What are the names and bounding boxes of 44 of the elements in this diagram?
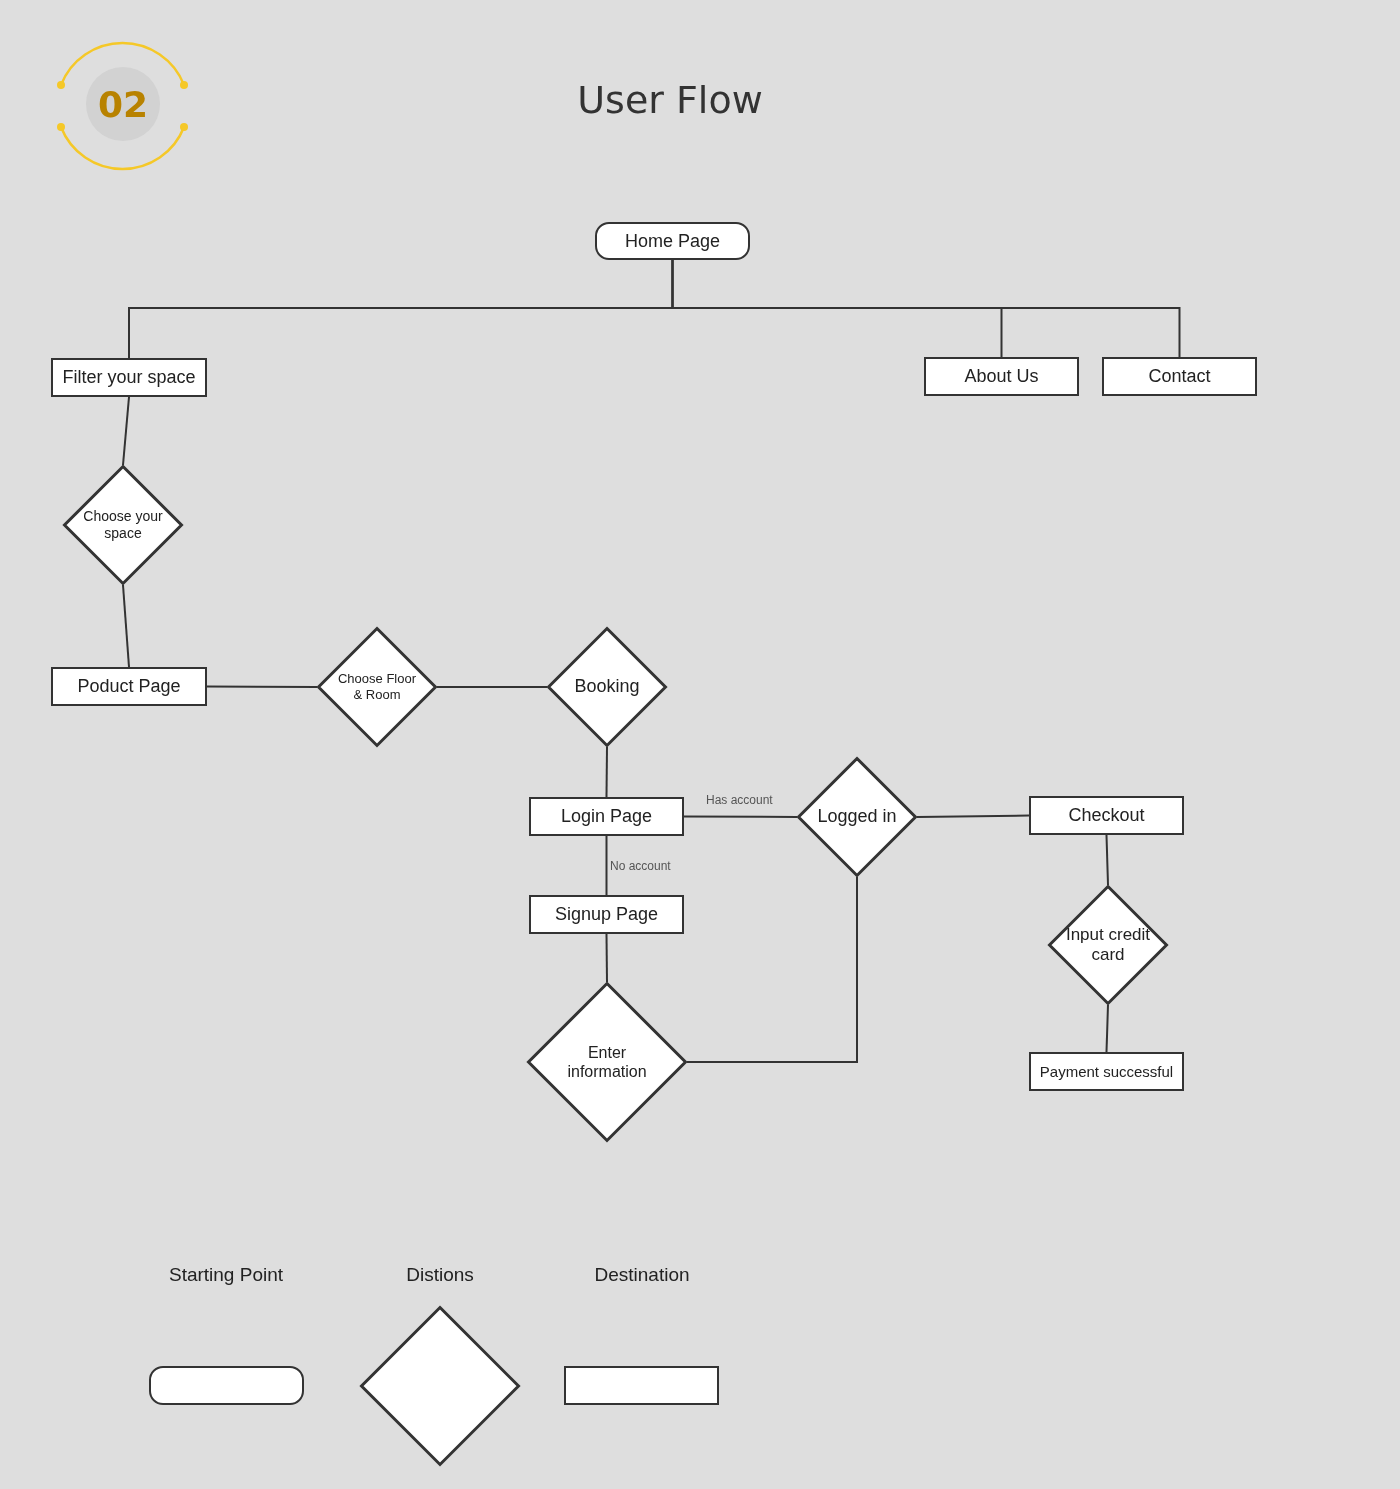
- connector-line: [671, 259, 1181, 358]
- decision-label: Input credit card: [1064, 924, 1152, 966]
- connector-line: [206, 685, 318, 688]
- decision-label: Choose Floor & Room: [336, 671, 417, 703]
- connector-line: [122, 584, 130, 668]
- decision-diamond: [547, 627, 667, 747]
- connector-line: [605, 746, 608, 798]
- page-box-sample: [564, 1366, 719, 1405]
- page-box: Filter your space: [51, 358, 207, 397]
- diagram-title: User Flow: [576, 78, 764, 122]
- decision-diamond: [63, 465, 183, 585]
- connector-line: [122, 396, 130, 466]
- edge-label: No account: [610, 859, 671, 873]
- legend-label: Destination: [593, 1264, 691, 1286]
- decision-diamond: [317, 627, 437, 747]
- connector-line: [1105, 1004, 1109, 1053]
- connector-line: [436, 686, 548, 688]
- edge-label: Has account: [706, 793, 773, 807]
- decision-label: Logged in: [817, 806, 897, 828]
- page-box: Contact: [1102, 357, 1257, 396]
- decision-diamond: [797, 757, 917, 877]
- step-number: 02: [97, 83, 149, 125]
- connector-line: [686, 876, 858, 1063]
- page-box: Poduct Page: [51, 667, 207, 706]
- connector-line: [605, 835, 608, 896]
- start-node-sample: [149, 1366, 304, 1405]
- connector-line: [605, 933, 608, 983]
- decision-diamond: [527, 982, 687, 1142]
- decision-label: Booking: [574, 676, 640, 698]
- decision-label: Choose your space: [82, 508, 164, 542]
- start-node: Home Page: [595, 222, 750, 260]
- decision-diamond: [1048, 885, 1168, 1005]
- connector-line: [916, 814, 1030, 818]
- page-box: Login Page: [529, 797, 684, 836]
- connector-line: [1105, 834, 1109, 886]
- decision-label: Enter information: [566, 1042, 648, 1082]
- connector-line: [683, 815, 798, 818]
- page-box: Checkout: [1029, 796, 1184, 835]
- page-box: Signup Page: [529, 895, 684, 934]
- legend-label: Starting Point: [167, 1264, 285, 1286]
- page-box: About Us: [924, 357, 1079, 396]
- page-box: Payment successful: [1029, 1052, 1184, 1091]
- legend-label: Distions: [405, 1264, 475, 1286]
- decision-diamond-sample: [360, 1306, 520, 1466]
